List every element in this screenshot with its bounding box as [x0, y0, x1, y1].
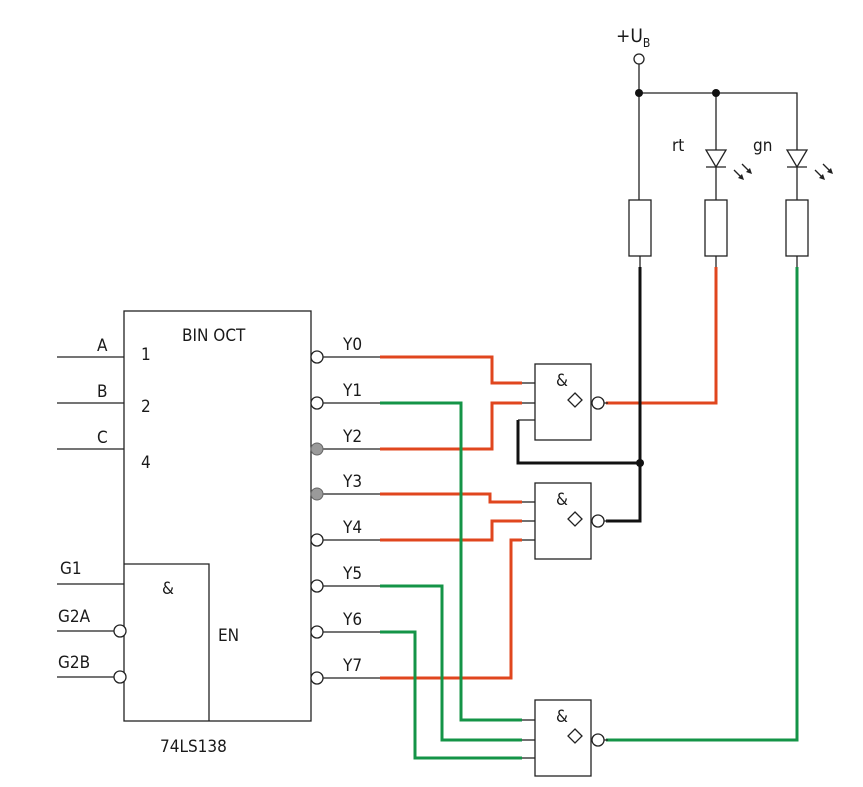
- decoder-outputs: Y0 Y1 Y2 Y3 Y4 Y5 Y6 Y7: [310, 335, 380, 685]
- output-y4-inversion: [310, 533, 324, 547]
- gate-1-output-inversion: [591, 396, 605, 410]
- red-led-label: rt: [672, 136, 684, 156]
- input-a-weight: 1: [141, 345, 151, 365]
- wire-y6-to-gate3: [380, 630, 522, 760]
- input-g1-label: G1: [60, 559, 82, 579]
- gate-2-body: [534, 482, 592, 560]
- input-g2a-inversion: [113, 624, 127, 638]
- green-wires: [380, 267, 799, 760]
- gate-input-stubs: [518, 382, 535, 759]
- input-b-weight: 2: [141, 397, 151, 417]
- output-y3-label: Y3: [342, 472, 362, 492]
- gate-2-open-collector-icon: [567, 511, 583, 527]
- wire-pullup-to-gate2: [606, 267, 642, 523]
- pullup-resistor: [628, 199, 652, 257]
- output-y6-label: Y6: [342, 610, 362, 630]
- green-led-label: gn: [753, 136, 772, 156]
- red-led-resistor: [704, 199, 728, 257]
- gate-2: &: [534, 482, 608, 560]
- output-y2-inversion: [310, 442, 324, 456]
- enable-output-label: EN: [218, 626, 239, 646]
- output-y7-inversion: [310, 671, 324, 685]
- supply-label: +UB: [616, 25, 650, 50]
- wire-y2-to-gate1: [380, 401, 522, 451]
- wire-gate3-to-green-resistor: [606, 267, 799, 742]
- wire-y7-to-gate2: [380, 538, 522, 680]
- output-y1-inversion: [310, 396, 324, 410]
- black-wires: [516, 267, 642, 523]
- green-led-icon: [785, 149, 809, 169]
- input-b-label: B: [97, 382, 108, 402]
- supply-junction-1: [635, 89, 643, 97]
- wire-gate1-input3: [516, 420, 640, 465]
- input-g2b-label: G2B: [58, 653, 90, 673]
- wire-y4-to-gate2: [380, 519, 522, 542]
- wire-y1-to-gate3: [380, 401, 522, 722]
- gate-3-symbol: &: [556, 707, 568, 727]
- supply-terminal: [633, 53, 645, 65]
- red-led: rt: [672, 136, 752, 200]
- output-y7-label: Y7: [342, 656, 362, 676]
- enable-and-symbol: &: [162, 579, 174, 599]
- output-y0-label: Y0: [342, 335, 362, 355]
- output-y0-inversion: [310, 350, 324, 364]
- input-c-label: C: [97, 428, 108, 448]
- gate-3-output-inversion: [591, 733, 605, 747]
- red-led-arrowhead-1: [738, 174, 744, 180]
- decoder-title: BIN OCT: [182, 326, 246, 346]
- gate-1-body: [534, 363, 592, 441]
- supply-rail: [639, 92, 798, 150]
- enable-inputs: G1 G2A G2B: [57, 559, 127, 684]
- wire-y0-to-gate1: [380, 355, 522, 385]
- output-y1-label: Y1: [342, 381, 362, 401]
- output-y5-inversion: [310, 579, 324, 593]
- input-g2a-label: G2A: [58, 607, 91, 627]
- enable-block: [124, 563, 210, 721]
- green-led-resistor: [785, 199, 809, 257]
- output-y6-inversion: [310, 625, 324, 639]
- pullup-junction: [636, 459, 644, 467]
- input-g2b-inversion: [113, 670, 127, 684]
- gate-1-symbol: &: [556, 371, 568, 391]
- wire-gate1-to-red-resistor: [606, 267, 718, 405]
- gate-2-symbol: &: [556, 490, 568, 510]
- output-y3-inversion: [310, 487, 324, 501]
- supply-junction-2: [712, 89, 720, 97]
- decoder-ic: BIN OCT 74LS138 & EN: [123, 310, 312, 757]
- wire-y3-to-gate2: [380, 492, 522, 504]
- output-y2-label: Y2: [342, 427, 362, 447]
- output-y5-label: Y5: [342, 564, 362, 584]
- output-y4-label: Y4: [342, 518, 362, 538]
- green-led-arrowhead-2: [827, 168, 833, 174]
- wire-y5-to-gate3: [380, 584, 522, 742]
- green-led-arrowhead-1: [819, 174, 825, 180]
- red-led-arrowhead-2: [746, 168, 752, 174]
- supply: +UB: [616, 25, 798, 467]
- gate-1-open-collector-icon: [567, 392, 583, 408]
- gate-3: &: [534, 699, 608, 777]
- input-a-label: A: [97, 336, 108, 356]
- gate-3-body: [534, 699, 592, 777]
- input-c-weight: 4: [141, 453, 151, 473]
- gate-1: &: [534, 363, 608, 441]
- gate-2-output-inversion: [591, 514, 605, 528]
- red-led-icon: [704, 149, 728, 169]
- decoder-part-number: 74LS138: [160, 737, 227, 757]
- gate-3-open-collector-icon: [567, 728, 583, 744]
- resistors: [628, 199, 809, 267]
- decoder-body: [123, 310, 312, 722]
- red-wires: [380, 267, 718, 680]
- address-inputs: A B C 1 2 4: [57, 336, 151, 473]
- green-led: gn: [753, 136, 833, 200]
